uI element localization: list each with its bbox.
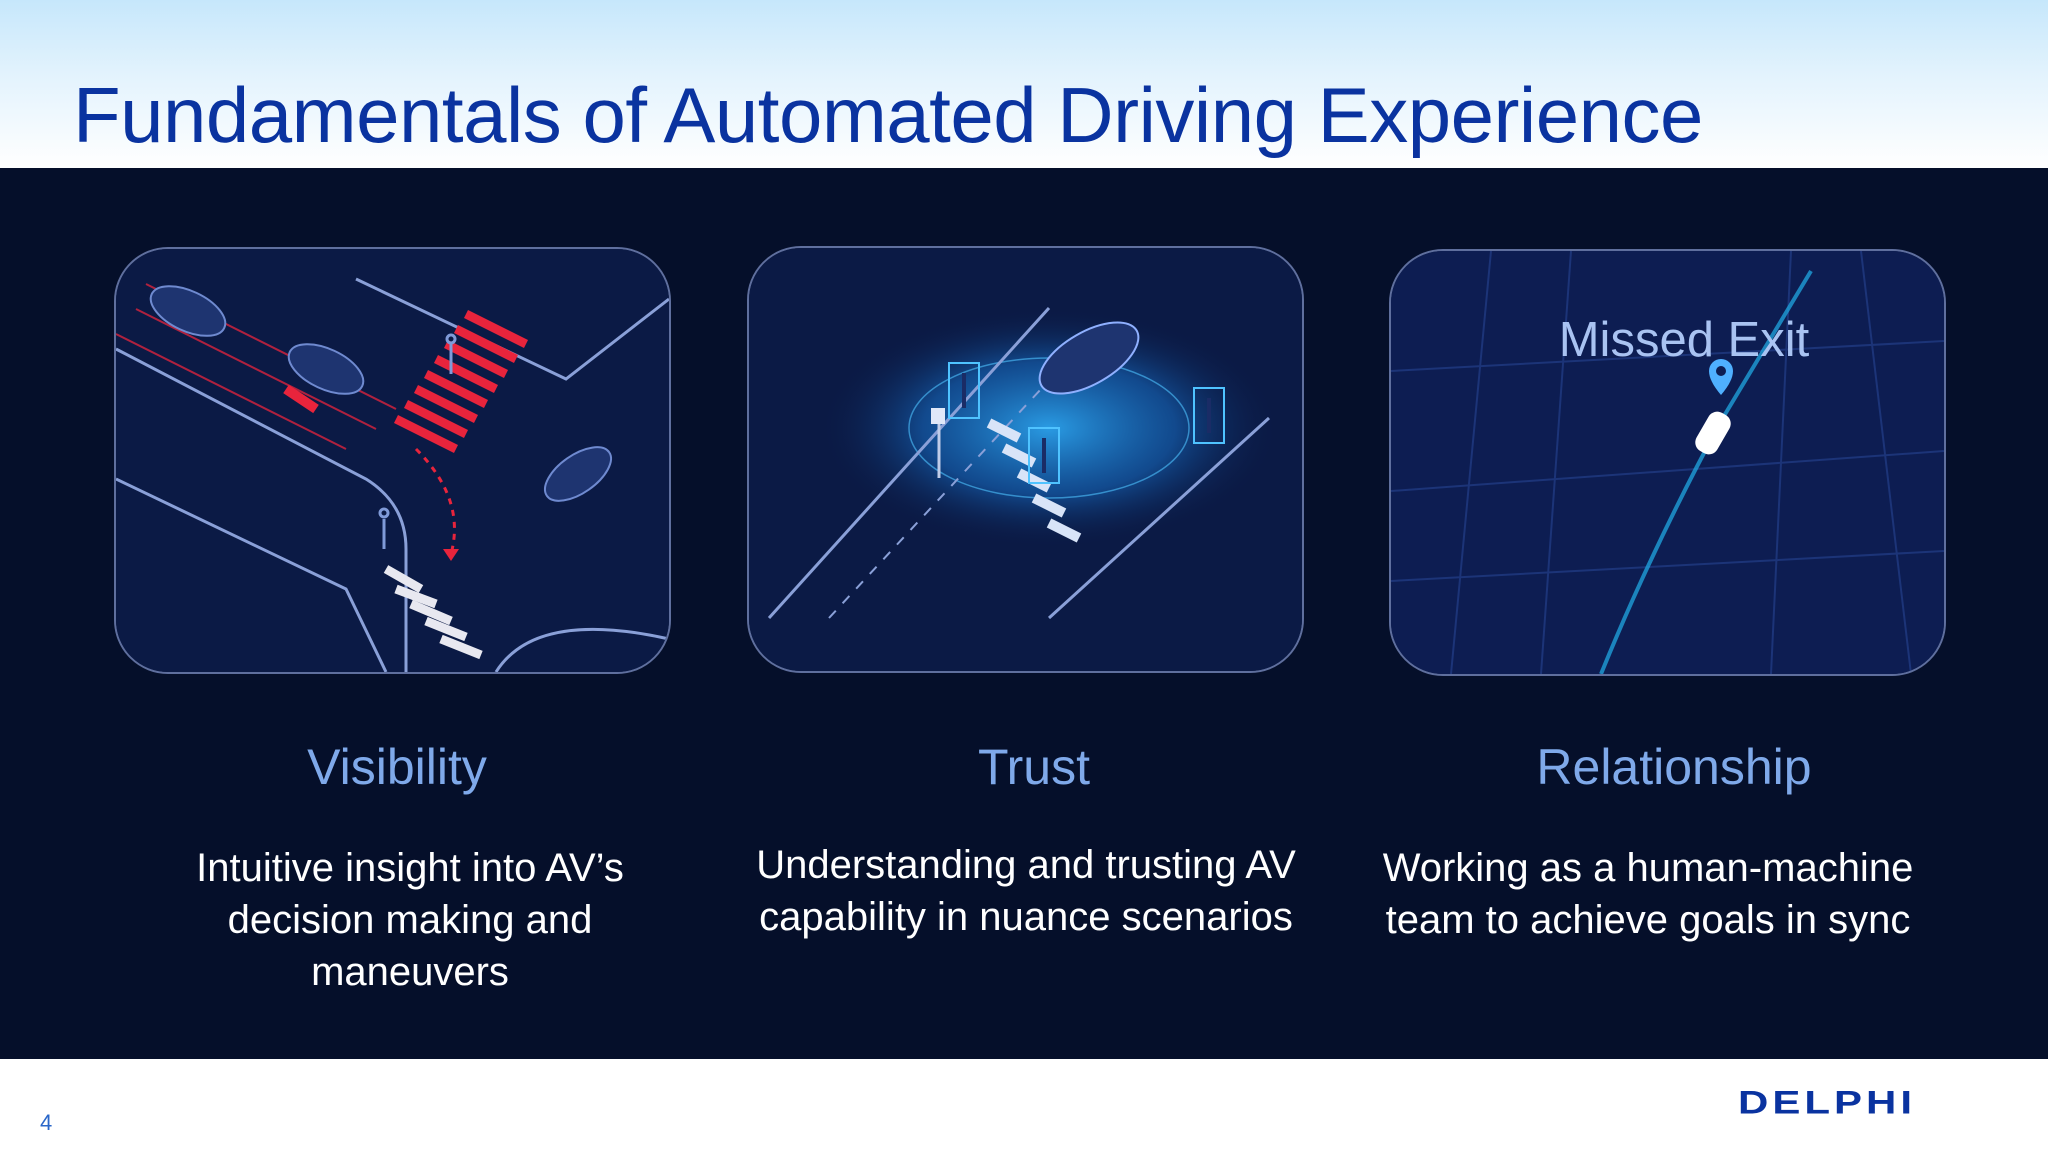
visibility-description: Intuitive insight into AV’s decision mak… [196, 846, 624, 994]
relationship-heading: Relationship [1536, 739, 1812, 795]
sensor-field-pedestrians-illustration [749, 248, 1302, 671]
trust-heading: Trust [977, 739, 1091, 795]
trust-image-card [747, 246, 1304, 673]
delphi-logo: DELPHI [1738, 1084, 1917, 1121]
slide-title: Fundamentals of Automated Driving Experi… [73, 71, 1703, 159]
header-band [0, 0, 2048, 168]
intersection-crosswalk-illustration [116, 249, 669, 672]
page-number: 4 [40, 1110, 53, 1135]
visibility-image-card [114, 247, 671, 674]
visibility-heading: Visibility [307, 739, 487, 795]
relationship-image-card [1389, 249, 1946, 676]
navigation-map-illustration [1391, 251, 1944, 674]
relationship-description: Working as a human-machine team to achie… [1382, 846, 1914, 942]
missed-exit-label: Missed Exit [1558, 313, 1810, 367]
trust-description: Understanding and trusting AV capability… [756, 843, 1296, 939]
